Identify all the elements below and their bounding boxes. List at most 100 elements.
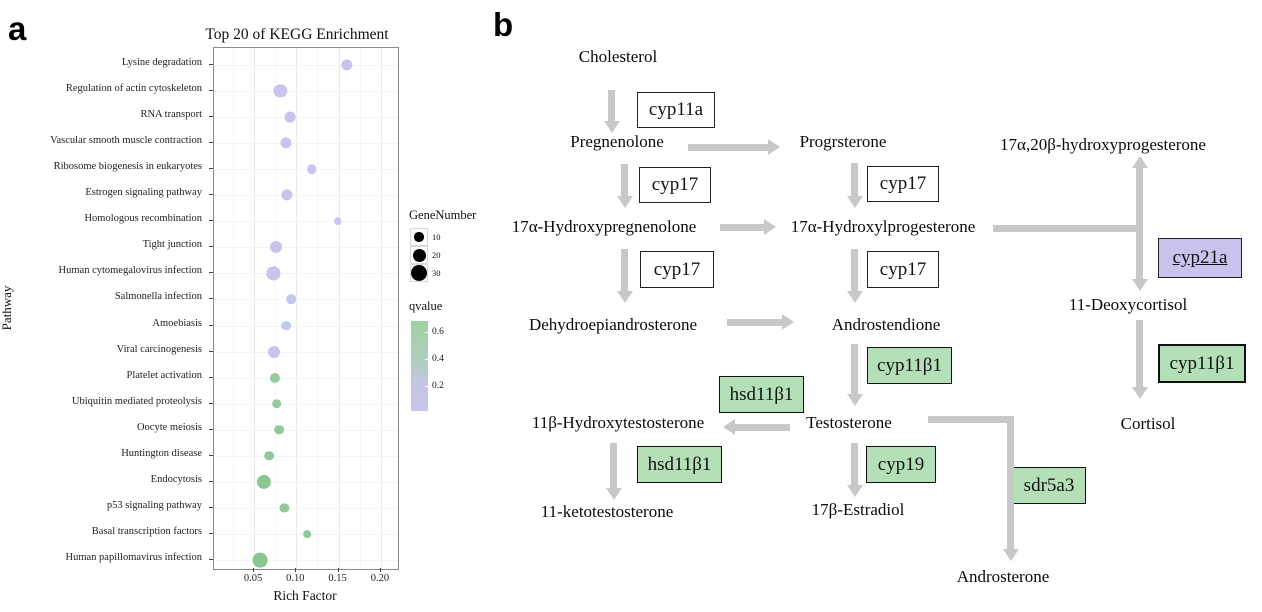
axis-label-pathway: Homologous recombination: [84, 213, 202, 225]
gradient-tick: [425, 386, 428, 387]
arrow-pregnenolone-to-17a-hydroxypregnenolone: [621, 164, 628, 197]
enzyme-box-cyp17: cyp17: [867, 166, 939, 202]
gradient-tick-label: 0.6: [432, 327, 444, 337]
gridline-row: [214, 221, 398, 223]
gridline-major: [254, 48, 255, 569]
axis-tick-y: [209, 272, 213, 274]
x-axis-title: Rich Factor: [273, 588, 337, 603]
axis-label-pathway: Viral carcinogenesis: [116, 343, 202, 355]
legend-size-row: 20: [410, 246, 441, 264]
gridline-row: [214, 65, 398, 66]
arrowhead: [847, 196, 863, 208]
chart-dot: [306, 164, 317, 174]
gridline-row: [214, 455, 398, 457]
axis-tick-label: 0.15: [328, 573, 347, 584]
arrowhead: [1132, 387, 1148, 399]
gradient-tick-label: 0.4: [432, 354, 444, 364]
arrow-deoxycortisol-to-cortisol: [1136, 320, 1143, 388]
axis-label-pathway: Ubiquitin mediated proteolysis: [71, 395, 202, 407]
gridline-row: [214, 377, 398, 379]
arrow-17a-hydroxypregnenolone-to-dhea: [621, 249, 628, 292]
metabolite-17a-hydroxypregnenolone: 17α-Hydroxypregnenolone: [511, 217, 697, 236]
arrowhead: [847, 485, 863, 497]
axis-tick-y: [209, 246, 213, 248]
chart-dot: [281, 320, 291, 331]
arrowhead: [723, 419, 735, 435]
enzyme-box-cyp17: cyp17: [639, 167, 711, 203]
axis-tick-x: [337, 568, 339, 572]
qvalue-gradient-bar: [411, 321, 428, 411]
arrowhead: [617, 196, 633, 208]
axis-tick-y: [209, 480, 213, 482]
axis-tick-y: [209, 324, 213, 326]
gridline-major: [296, 48, 298, 569]
axis-label-pathway: Salmonella infection: [114, 291, 202, 303]
axis-tick-y: [209, 142, 213, 144]
gradient-tick: [425, 332, 428, 333]
legend-size-dot: [414, 232, 424, 242]
gridline-row: [214, 325, 398, 327]
chart-title: Top 20 of KEGG Enrichment: [205, 26, 389, 43]
line-hydroxylprogesterone-to-junction: [993, 225, 1143, 232]
axis-tick-y: [209, 376, 213, 378]
enzyme-box-cyp17: cyp17: [640, 251, 714, 288]
chart-dot: [264, 450, 275, 461]
gridline-row: [214, 91, 398, 93]
axis-tick-y: [209, 454, 213, 456]
chart-dot: [270, 241, 282, 254]
axis-label-pathway: Amoebiasis: [152, 317, 202, 329]
gridline-row: [214, 247, 398, 249]
gridline-minor: [359, 48, 361, 569]
legend-size-label: 30: [432, 268, 441, 278]
gridline-row: [214, 559, 398, 561]
legend-size-dot: [412, 248, 426, 262]
gridline-major: [338, 48, 340, 569]
enzyme-box-sdr5a3: sdr5a3: [1012, 467, 1086, 504]
axis-tick-y: [209, 168, 213, 170]
arrowhead: [847, 394, 863, 406]
chart-dot: [286, 294, 297, 305]
arrow-hydroxytestosterone-to-ketotestosterone: [610, 443, 617, 489]
metabolite-17a20b-hydroxyprogesterone: 17α,20β-hydroxyprogesterone: [1000, 135, 1206, 154]
axis-label-pathway: Basal transcription factors: [91, 525, 202, 537]
metabolite-testosterone: Testosterone: [806, 413, 892, 432]
axis-tick-y: [209, 90, 213, 92]
axis-label-pathway: Tight junction: [142, 239, 202, 251]
metabolite-pregnenolone: Pregnenolone: [570, 132, 664, 151]
legend-size-key: [410, 228, 428, 246]
axis-label-pathway: Regulation of actin cytoskeleton: [65, 83, 202, 95]
enzyme-box-cyp19: cyp19: [866, 446, 936, 483]
panel-b-label: b: [493, 6, 514, 43]
arrowhead: [1003, 549, 1019, 561]
chart-dot: [257, 474, 272, 489]
legend-size-key: [410, 264, 428, 282]
arrowhead: [617, 291, 633, 303]
axis-tick-y: [209, 402, 213, 404]
gridline-row: [214, 403, 398, 405]
gridline-minor: [232, 48, 234, 569]
axis-tick-y: [209, 298, 213, 300]
enzyme-box-cyp21a: cyp21a: [1158, 238, 1242, 278]
axis-label-pathway: Lysine degradation: [121, 57, 202, 68]
chart-dot: [281, 189, 293, 201]
metabolite-11-deoxycortisol: 11-Deoxycortisol: [1068, 295, 1188, 314]
chart-dot: [303, 530, 312, 538]
chart-dot: [333, 217, 342, 226]
metabolite-11b-hydroxytestosterone: 11β-Hydroxytestosterone: [531, 413, 705, 432]
axis-tick-x: [379, 568, 381, 572]
gradient-tick-label: 0.2: [432, 381, 444, 391]
chart-dot: [273, 84, 287, 98]
arrow-17a-hydroxylprogesterone-to-androstendione: [851, 249, 858, 292]
chart-dot: [272, 398, 282, 409]
legend-color-title: qvalue: [409, 299, 443, 313]
axis-tick-y: [209, 64, 213, 65]
enzyme-box-hsd11b1: hsd11β1: [637, 446, 722, 483]
axis-label-pathway: Vascular smooth muscle contraction: [50, 135, 202, 147]
enzyme-box-cyp17: cyp17: [867, 251, 939, 288]
axis-label-pathway: Ribosome biogenesis in eukaryotes: [53, 161, 202, 173]
gridline-row: [214, 299, 398, 301]
legend-size-title: GeneNumber: [409, 208, 477, 222]
